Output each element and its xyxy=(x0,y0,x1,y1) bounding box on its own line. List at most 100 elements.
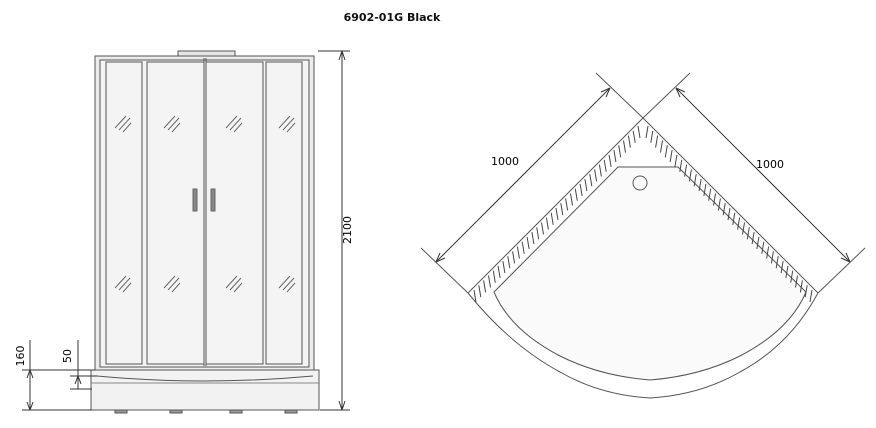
wall-right xyxy=(642,117,819,294)
hatch-mark xyxy=(516,246,520,259)
height-dimension xyxy=(318,50,350,411)
step-label: 50 xyxy=(61,349,74,363)
hatch-mark xyxy=(536,227,540,240)
hatch-mark xyxy=(545,217,549,230)
hatch-mark xyxy=(550,212,554,225)
wall-hatching-right xyxy=(645,125,813,303)
tray-outer-arc xyxy=(467,292,819,399)
tray-height-label: 160 xyxy=(14,346,27,367)
hatch-mark xyxy=(507,256,511,269)
hatch-mark xyxy=(521,241,525,254)
hatch-mark xyxy=(560,203,564,216)
hatch-mark xyxy=(669,150,673,163)
hatch-mark xyxy=(804,285,808,298)
hatch-mark xyxy=(531,232,535,245)
hatch-mark xyxy=(502,261,506,274)
hatch-mark xyxy=(541,222,544,235)
hatch-mark xyxy=(608,154,612,167)
height-label: 2100 xyxy=(341,216,354,244)
dim-line-right xyxy=(675,87,851,263)
tray-foot xyxy=(284,409,298,414)
dim-line-left xyxy=(435,87,611,263)
hatch-mark xyxy=(478,285,482,298)
hatch-mark xyxy=(766,246,770,259)
hatch-mark xyxy=(732,212,736,225)
hatch-mark xyxy=(512,251,516,264)
hatch-mark xyxy=(708,188,712,201)
hatch-mark xyxy=(579,183,583,196)
hatch-mark xyxy=(603,159,607,172)
hatch-mark xyxy=(761,241,765,254)
hatch-mark xyxy=(780,261,784,274)
hatch-mark xyxy=(751,232,755,245)
wall-left xyxy=(467,117,644,294)
hatch-mark xyxy=(623,140,626,153)
hatch-mark xyxy=(473,289,477,303)
hatch-mark xyxy=(809,289,813,303)
hatch-mark xyxy=(645,125,649,139)
hatch-mark xyxy=(684,164,688,177)
hatch-mark xyxy=(497,265,501,278)
hatch-mark xyxy=(637,125,641,139)
step-dimension xyxy=(70,340,97,390)
hatch-mark xyxy=(655,135,659,148)
tray-height-dimension xyxy=(22,340,95,411)
hatch-mark xyxy=(555,207,559,221)
hatch-mark xyxy=(570,193,573,206)
hatch-mark xyxy=(795,275,798,288)
door-handle-left xyxy=(192,188,198,212)
plan-right-dimension-label: 1000 xyxy=(756,158,784,171)
door-handle-right xyxy=(210,188,216,212)
hatch-mark xyxy=(584,179,588,192)
hatch-mark xyxy=(717,198,721,211)
hatch-mark xyxy=(660,140,663,153)
hatch-mark xyxy=(618,145,622,158)
hatch-mark xyxy=(589,174,593,187)
tray-foot xyxy=(114,409,128,414)
hatch-mark xyxy=(727,207,731,221)
tray-basin xyxy=(493,166,807,381)
hatch-mark xyxy=(790,270,794,283)
hatch-mark xyxy=(785,265,789,278)
hatch-mark xyxy=(679,159,683,172)
front-view xyxy=(90,50,320,414)
hatch-mark xyxy=(674,154,678,167)
drain-icon xyxy=(632,175,648,191)
hatch-mark xyxy=(632,130,636,143)
hatch-mark xyxy=(770,251,774,264)
hatch-mark xyxy=(627,135,631,148)
hatch-mark xyxy=(799,280,803,293)
hatch-mark xyxy=(565,198,569,211)
plan-view xyxy=(420,72,866,399)
tray-foot xyxy=(229,409,243,414)
wall-hatching-left xyxy=(473,125,641,303)
hatch-mark xyxy=(746,227,750,240)
drawing-title: 6902-01G Black xyxy=(344,11,441,24)
roof-cap xyxy=(177,50,236,57)
hatch-mark xyxy=(613,150,617,163)
side-panel-right xyxy=(265,61,303,365)
hatch-mark xyxy=(574,188,578,201)
hatch-mark xyxy=(775,256,779,269)
hatch-mark xyxy=(742,222,745,235)
hatch-mark xyxy=(594,169,598,182)
side-panel-left xyxy=(105,61,143,365)
hatch-mark xyxy=(713,193,716,206)
hatch-mark xyxy=(492,270,496,283)
hatch-mark xyxy=(756,236,760,249)
tray-curve xyxy=(96,375,314,382)
tray-foot xyxy=(169,409,183,414)
hatch-mark xyxy=(693,174,697,187)
shower-tray xyxy=(90,369,320,411)
hatch-mark xyxy=(664,145,668,158)
hatch-mark xyxy=(722,203,726,216)
hatch-mark xyxy=(650,130,654,143)
hatch-mark xyxy=(483,280,487,293)
hatch-mark xyxy=(698,179,702,192)
plan-left-dimension-label: 1000 xyxy=(491,155,519,168)
hatch-mark xyxy=(488,275,491,288)
hatch-mark xyxy=(703,183,707,196)
hatch-mark xyxy=(526,236,530,249)
